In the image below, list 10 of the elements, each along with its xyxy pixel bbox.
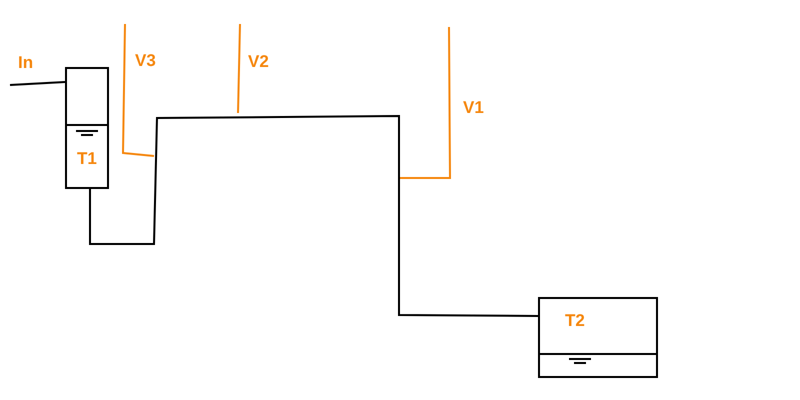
vent-label: V2 <box>248 52 269 72</box>
tank <box>65 67 109 189</box>
tank <box>538 297 658 378</box>
pipe-line <box>89 115 538 317</box>
pipe-line <box>10 81 66 86</box>
inlet-label: In <box>18 53 34 73</box>
tank-label: T2 <box>565 311 585 331</box>
vent-label: V3 <box>135 51 156 71</box>
tank-label: T1 <box>77 149 97 169</box>
vent-label: V1 <box>463 98 484 118</box>
